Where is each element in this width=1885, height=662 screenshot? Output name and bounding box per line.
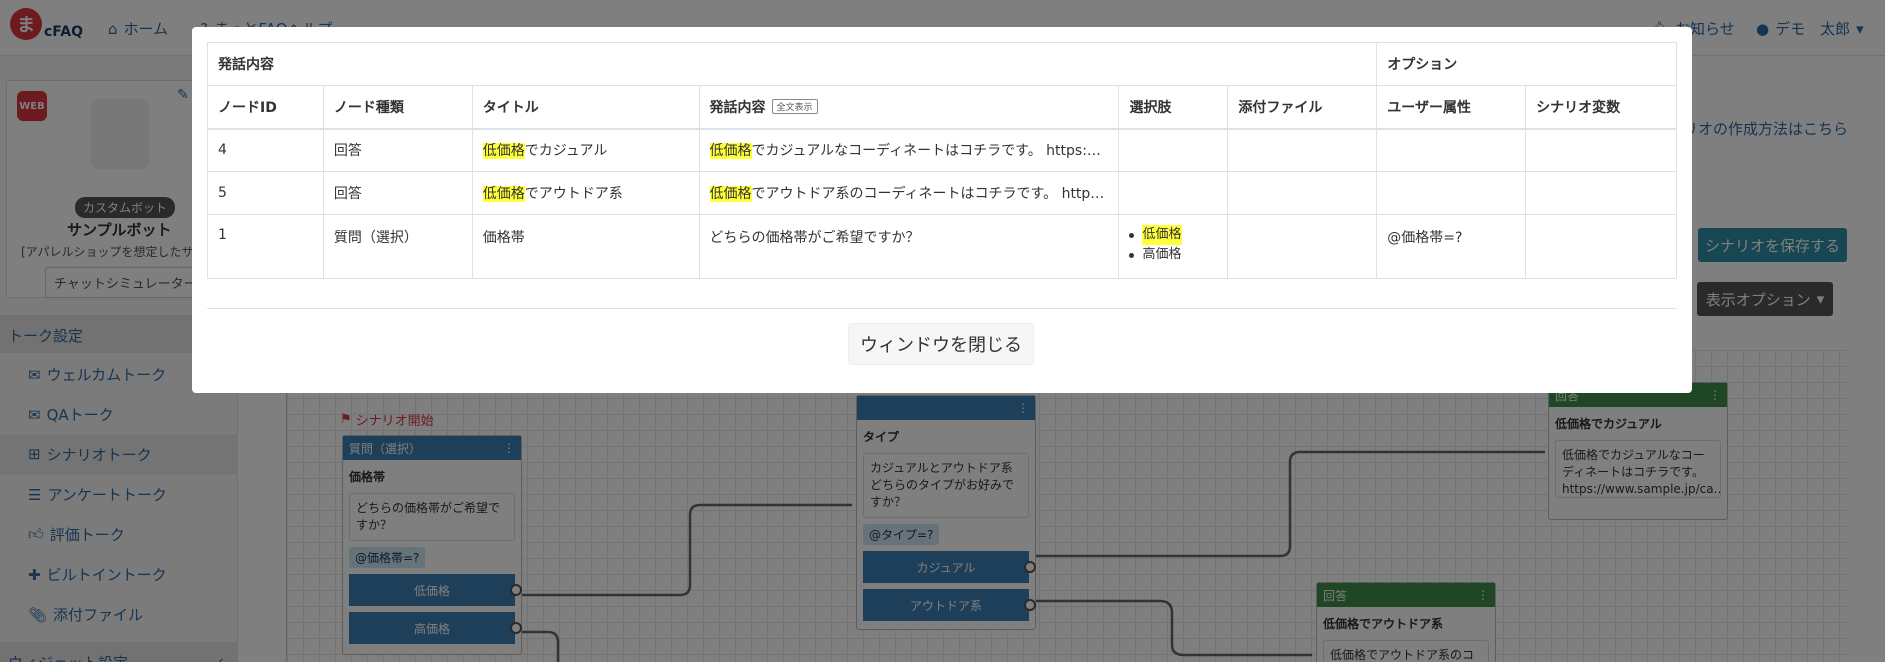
- highlight-term: 低価格: [709, 143, 752, 160]
- cell-attachments: [1227, 128, 1378, 172]
- cell-title: 低価格でアウトドア系: [471, 171, 700, 215]
- col-title: タイトル: [471, 85, 700, 129]
- group-header-content: 発話内容: [206, 42, 1378, 86]
- cell-node-type: 質問（選択）: [322, 214, 473, 279]
- cell-content: 低価格でアウトドア系のコーディネートはコチラです。 http…: [698, 171, 1120, 215]
- modal-divider: [207, 308, 1677, 309]
- cell-node-id: 4: [207, 128, 324, 172]
- cell-title-text: でカジュアル: [524, 143, 608, 160]
- cell-content: どちらの価格帯がご希望ですか？: [698, 214, 1120, 279]
- choice-item: 高価格: [1129, 245, 1217, 265]
- col-content-label: 発話内容: [709, 99, 766, 116]
- cell-content-text: でアウトドア系のコーディネートはコチラです。 http…: [751, 186, 1105, 202]
- cell-node-id: 1: [207, 214, 324, 279]
- choice-label: 高価格: [1142, 247, 1182, 262]
- cell-content: 低価格でカジュアルなコーディネートはコチラです。 https:…: [698, 128, 1120, 172]
- choice-label: 低価格: [1142, 225, 1182, 245]
- cell-choices: [1118, 171, 1229, 215]
- col-user-attr: ユーザー属性: [1376, 85, 1527, 129]
- col-node-type: ノード種類: [322, 85, 473, 129]
- cell-title-text: でアウトドア系: [524, 186, 623, 202]
- cell-user-attr: [1376, 171, 1527, 215]
- cell-choices: 低価格高価格: [1118, 214, 1229, 279]
- cell-scenario-var: [1525, 214, 1677, 279]
- cell-scenario-var: [1525, 128, 1677, 172]
- highlight-term: 低価格: [482, 143, 525, 160]
- cell-title: 価格帯: [471, 214, 700, 279]
- highlight-term: 低価格: [482, 186, 525, 202]
- cell-user-attr: [1376, 128, 1527, 172]
- choices-list: 低価格高価格: [1129, 225, 1217, 265]
- cell-user-attr: @価格帯=?: [1376, 214, 1527, 279]
- choice-item: 低価格: [1129, 225, 1217, 245]
- cell-node-type: 回答: [322, 128, 473, 172]
- highlight-term: 低価格: [709, 186, 752, 202]
- col-node-id: ノードID: [207, 85, 324, 129]
- cell-node-type: 回答: [322, 171, 473, 215]
- cell-choices: [1118, 128, 1229, 172]
- col-choices: 選択肢: [1118, 85, 1229, 129]
- scenario-summary-modal: 発話内容 オプション ノードID ノード種類 タイトル 発話内容全文表示 選択肢…: [192, 27, 1692, 393]
- cell-content-text: どちらの価格帯がご希望ですか？: [709, 230, 920, 246]
- group-header-options: オプション: [1376, 42, 1677, 86]
- cell-attachments: [1227, 171, 1378, 215]
- col-content: 発話内容全文表示: [698, 85, 1120, 129]
- cell-scenario-var: [1525, 171, 1677, 215]
- col-scenario-var: シナリオ変数: [1525, 85, 1677, 129]
- cell-content-text: でカジュアルなコーディネートはコチラです。 https:…: [751, 143, 1101, 160]
- cell-attachments: [1227, 214, 1378, 279]
- cell-title-text: 価格帯: [482, 230, 525, 246]
- col-attachments: 添付ファイル: [1227, 85, 1378, 129]
- cell-node-id: 5: [207, 171, 324, 215]
- full-text-button[interactable]: 全文表示: [771, 98, 818, 114]
- close-window-button[interactable]: ウィンドウを閉じる: [848, 323, 1034, 365]
- cell-title: 低価格でカジュアル: [471, 128, 700, 172]
- scenario-table: 発話内容 オプション ノードID ノード種類 タイトル 発話内容全文表示 選択肢…: [206, 42, 1677, 279]
